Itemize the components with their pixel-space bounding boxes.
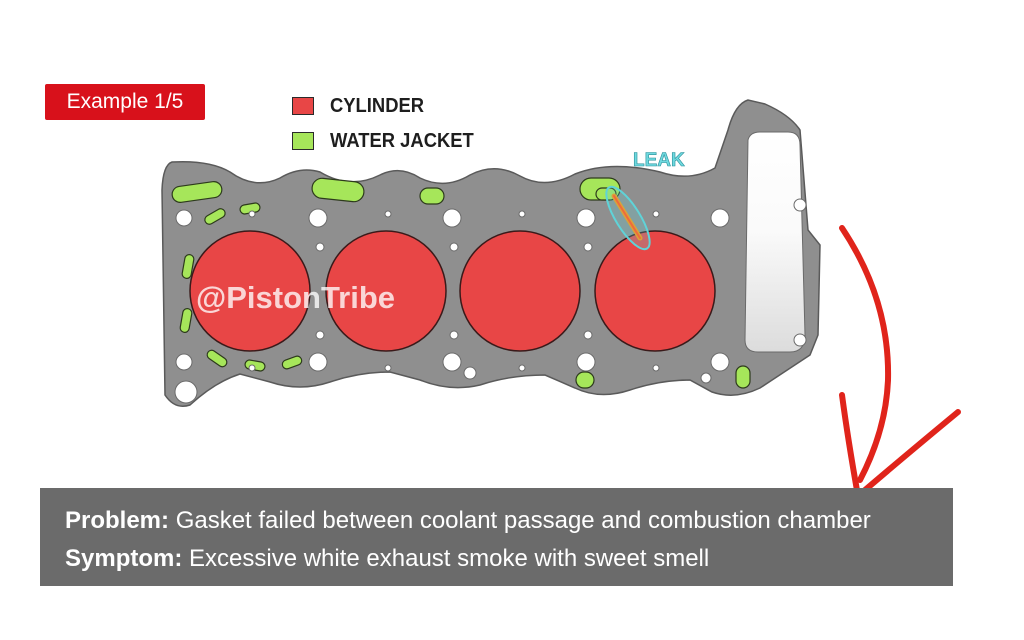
symptom-label: Symptom: [65, 545, 183, 572]
example-counter-badge: Example 1/5 [45, 84, 205, 120]
problem-symptom-box: Problem: Gasket failed between coolant p… [40, 488, 953, 586]
bolt-hole [576, 208, 596, 228]
bolt-hole [248, 364, 256, 372]
gasket-end-slot [744, 131, 806, 353]
arrow-icon [839, 225, 892, 483]
bolt-hole [442, 208, 462, 228]
bolt-hole [710, 208, 730, 228]
leak-label: LEAK [633, 150, 685, 171]
bolt-hole [518, 364, 526, 372]
bolt-hole [576, 352, 596, 372]
bolt-hole [793, 198, 807, 212]
symptom-line: Symptom: Excessive white exhaust smoke w… [65, 540, 953, 578]
water-jacket-passage [204, 208, 226, 225]
bolt-hole [449, 242, 459, 252]
bolt-hole [384, 364, 392, 372]
bolt-hole [652, 210, 660, 218]
bolt-hole [442, 352, 462, 372]
symptom-text: Excessive white exhaust smoke with sweet… [189, 545, 710, 572]
legend-cylinder-label: CYLINDER [330, 94, 425, 117]
water-jacket-passage [575, 371, 595, 389]
watermark: @PistonTribe [196, 280, 395, 315]
cylinder-4 [594, 230, 716, 352]
legend-cylinder: CYLINDER [292, 93, 432, 119]
bolt-hole [308, 208, 328, 228]
cylinder-2 [325, 230, 447, 352]
bolt-hole [384, 210, 392, 218]
bolt-hole [175, 353, 193, 371]
bolt-hole [793, 333, 807, 347]
water-jacket-swatch [292, 132, 314, 150]
cylinder-swatch [292, 97, 314, 115]
cylinder-3 [459, 230, 581, 352]
bolt-hole [175, 209, 193, 227]
problem-line: Problem: Gasket failed between coolant p… [65, 502, 953, 540]
bolt-hole [583, 242, 593, 252]
bolt-hole [449, 330, 459, 340]
bolt-hole [174, 380, 198, 404]
cylinder-1 [189, 230, 311, 352]
bolt-hole [710, 352, 730, 372]
problem-label: Problem: [65, 507, 170, 534]
problem-text: Gasket failed between coolant passage an… [175, 507, 871, 534]
bolt-hole [700, 372, 712, 384]
water-jacket-passage [171, 181, 223, 203]
legend-water-jacket-label: WATER JACKET [330, 129, 474, 152]
legend-water-jacket: WATER JACKET [292, 128, 486, 154]
water-jacket-passage [735, 365, 751, 389]
bolt-hole [463, 366, 477, 380]
bolt-hole [248, 210, 256, 218]
bolt-hole [315, 242, 325, 252]
bolt-hole [308, 352, 328, 372]
water-jacket-passage [419, 187, 445, 205]
water-jacket-passage [179, 308, 193, 333]
bolt-hole [652, 364, 660, 372]
water-jacket-passage [181, 254, 195, 279]
bolt-hole [583, 330, 593, 340]
water-jacket-passage [206, 349, 228, 368]
bolt-hole [315, 330, 325, 340]
bolt-hole [518, 210, 526, 218]
water-jacket-passage [311, 177, 365, 203]
water-jacket-passage [281, 355, 303, 370]
